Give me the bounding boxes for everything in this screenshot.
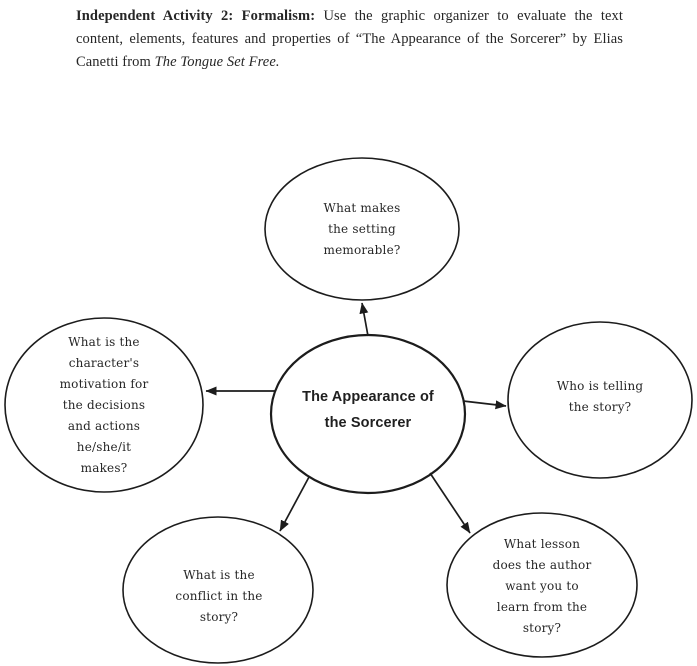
activity-instructions: Independent Activity 2: Formalism: Use t… xyxy=(76,5,623,74)
arrow-to-conflict xyxy=(279,476,310,532)
setting-node-label: What makes the setting memorable? xyxy=(323,200,401,257)
book-title: The Tongue Set Free. xyxy=(154,54,280,70)
lesson-bubble xyxy=(446,512,638,658)
activity-instructions-body: Use the graphic organizer to evaluate th… xyxy=(76,8,623,70)
character-motivation-node-label: What is the character's motivation for t… xyxy=(59,334,149,475)
character-motivation-bubble xyxy=(4,317,204,493)
setting-bubble xyxy=(264,157,460,301)
conflict-node-label: What is the conflict in the story? xyxy=(175,567,263,624)
arrow-to-narrator xyxy=(462,400,507,410)
center-node-label: The Appearance of the Sorcerer xyxy=(302,389,434,431)
conflict-bubble xyxy=(122,516,314,664)
activity-heading: Independent Activity 2: Formalism: xyxy=(76,8,316,24)
narrator-node-label: Who is telling the story? xyxy=(556,379,644,414)
narrator-bubble xyxy=(507,321,693,479)
arrow-to-lesson xyxy=(429,472,471,534)
lesson-node-label: What lesson does the author want you to … xyxy=(492,536,592,635)
arrow-to-setting xyxy=(359,302,369,337)
